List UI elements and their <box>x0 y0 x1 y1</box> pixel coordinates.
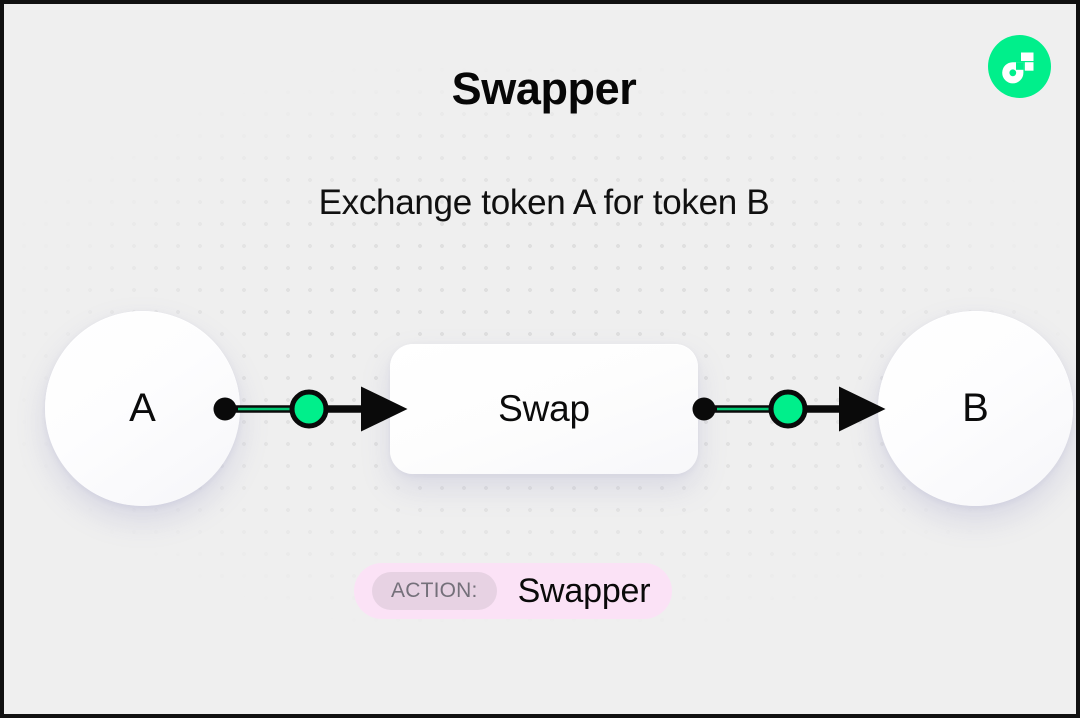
edge-swap-to-b[interactable] <box>692 386 886 432</box>
flow-logo-icon <box>988 35 1051 98</box>
edge-a-green-node[interactable] <box>289 389 329 429</box>
node-token-a-label: A <box>129 386 156 430</box>
node-swap[interactable]: Swap <box>390 344 698 474</box>
action-badge-value: Swapper <box>517 571 651 610</box>
action-badge: ACTION: Swapper <box>354 563 673 619</box>
action-badge-key: ACTION: <box>372 572 497 610</box>
node-token-b-label: B <box>962 386 989 430</box>
page-title: Swapper <box>451 63 637 114</box>
node-token-b[interactable]: B <box>878 311 1073 506</box>
edge-swap-green-node[interactable] <box>768 389 808 429</box>
node-token-a[interactable]: A <box>45 311 240 506</box>
page-subtitle: Exchange token A for token B <box>318 183 770 222</box>
node-swap-label: Swap <box>498 388 590 429</box>
